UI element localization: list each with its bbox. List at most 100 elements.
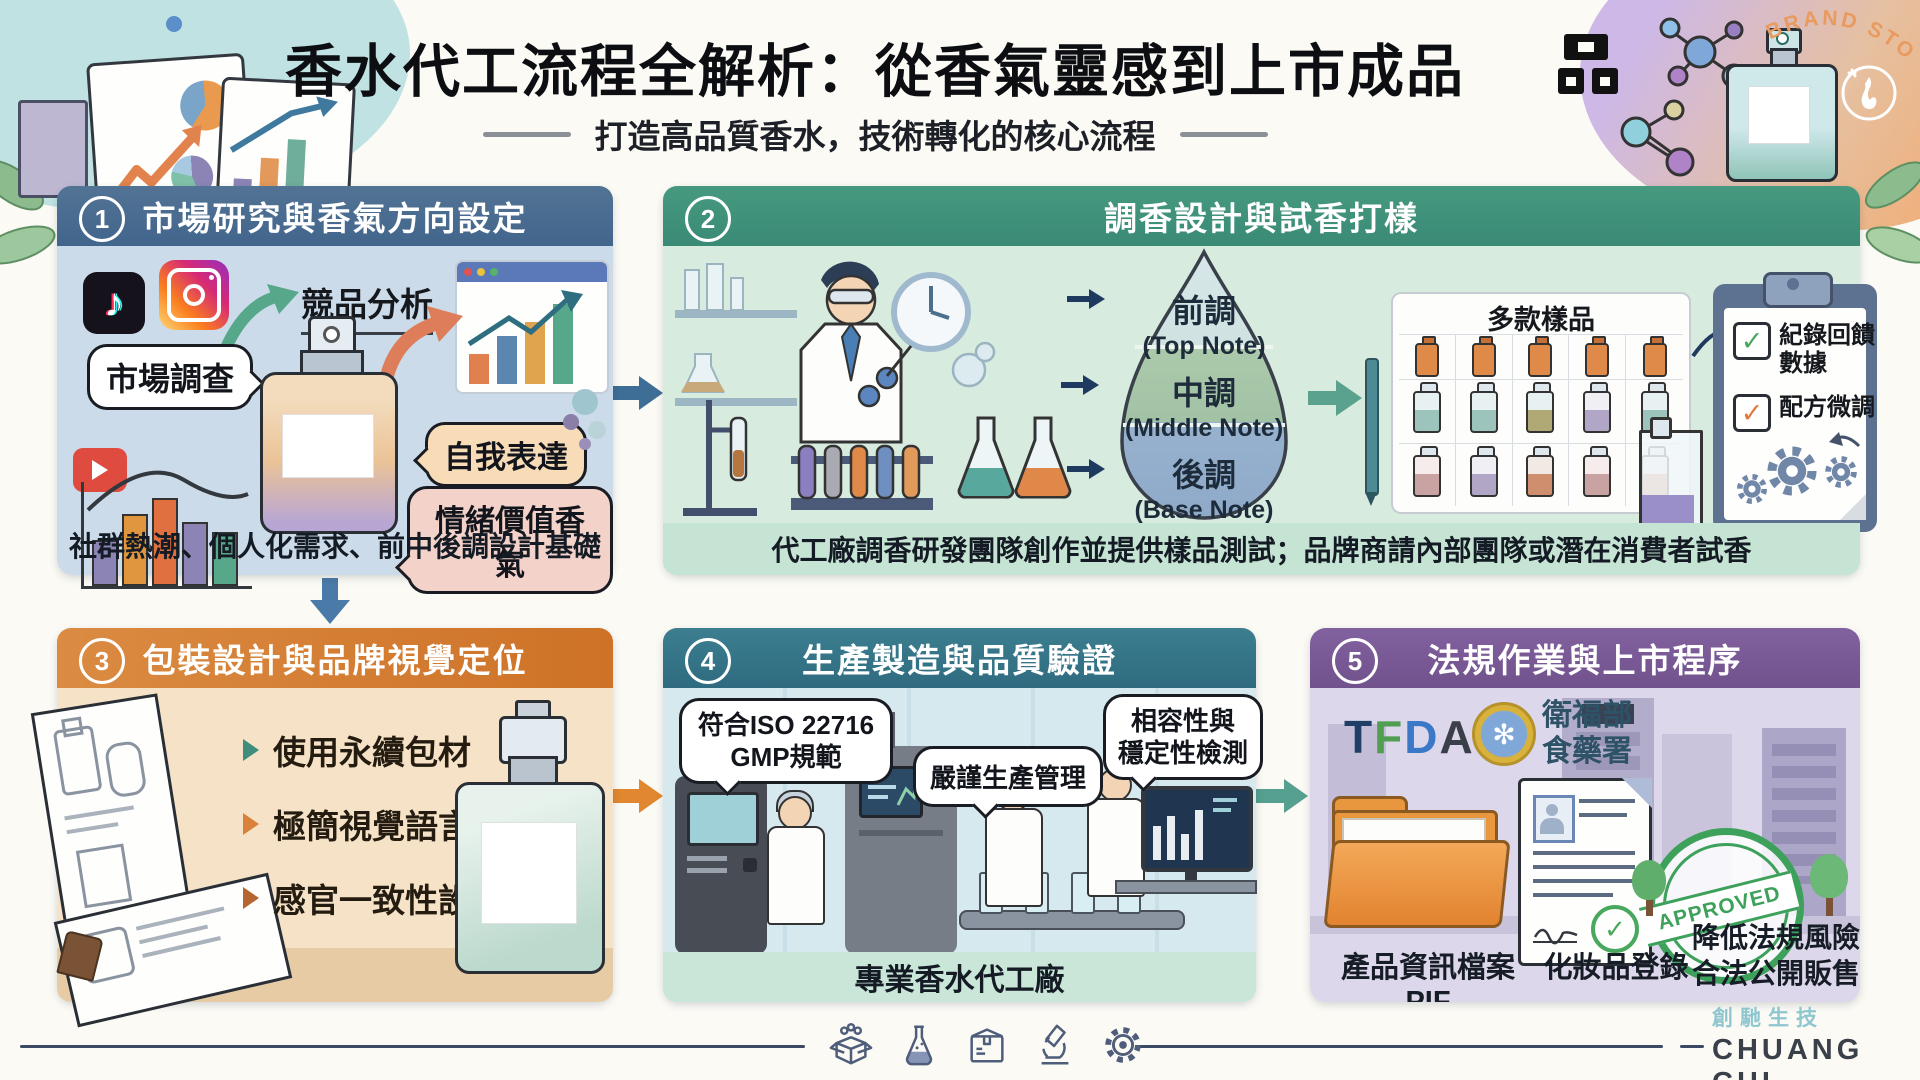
panel4-title: 生產製造與品質驗證 xyxy=(802,642,1117,679)
registration-label: 化妝品登錄 xyxy=(1543,952,1689,984)
logo-en: CHUANG CHI xyxy=(1712,1034,1864,1080)
panel3-number: 3 xyxy=(79,638,125,684)
cycle-arrow-decoration xyxy=(1829,432,1861,448)
iso-gmp-bubble: 符合ISO 22716 GMP規範 xyxy=(679,698,893,796)
flow-arrow-step4-to-step5 xyxy=(1256,779,1308,813)
tfda-logo: TFDA xyxy=(1344,711,1475,763)
page-subtitle-row: 打造高品質香水，技術轉化的核心流程 xyxy=(330,110,1420,158)
bar-chart-document-decoration xyxy=(214,76,356,240)
panel5-title: 法規作業與上市程序 xyxy=(1427,642,1743,679)
note-base: 後調 (Base Note) xyxy=(1134,457,1274,524)
production-management-bubble: 嚴謹生產管理 xyxy=(913,746,1104,819)
gear-icon-small xyxy=(1733,470,1771,508)
svg-text:BRAND STORY: BRAND STORY xyxy=(1764,6,1920,65)
page-title: 香水代工流程全解析：從香氣靈感到上市成品 xyxy=(285,40,1465,104)
shopping-bag-decoration xyxy=(18,100,88,198)
instagram-icon xyxy=(159,260,229,330)
tree-decoration-left xyxy=(1632,860,1666,916)
flask-icon xyxy=(905,1025,933,1066)
panel3-title: 包裝設計與品牌視覺定位 xyxy=(142,642,528,679)
gear-icon-small-2 xyxy=(1821,452,1861,492)
agency-name: 衛福部 食藥署 xyxy=(1542,699,1632,768)
emotional-value-bubble: 情緒價值香氣 xyxy=(395,486,613,594)
brand-story-arc: BRAND STORY xyxy=(1764,6,1920,65)
beaker-illustration xyxy=(1639,417,1703,540)
package-icon xyxy=(970,1028,1004,1063)
panel-production-quality: 4 生產製造與品質驗證 xyxy=(663,628,1263,1002)
panel2-caption: 代工廠調香研發團隊創作並提供樣品測試；品牌商請內部團隊或潛在消費者試香 xyxy=(663,523,1860,575)
settings-gear-icon xyxy=(1105,1027,1141,1063)
sketch-paper-1 xyxy=(30,693,192,929)
document-check-icon: ✓ xyxy=(1591,905,1639,953)
panel-fragrance-design: 2 調香設計與試香打樣 xyxy=(663,186,1877,575)
stability-test-bubble: 相容性與 穩定性檢測 xyxy=(1103,694,1263,792)
molecule-decoration-2 xyxy=(1620,99,1695,177)
perfumer-lab-illustration xyxy=(675,261,1072,516)
bullet-triangle-brown xyxy=(243,887,259,909)
note-arrow-middle xyxy=(1061,375,1099,395)
trend-bar-chart xyxy=(81,470,252,589)
pif-label: 產品資訊檔案 PIF xyxy=(1340,952,1515,1002)
open-box-icon xyxy=(829,1022,873,1065)
bullet-triangle-orange xyxy=(243,813,259,835)
machine-left xyxy=(675,776,767,954)
footer-divider-left xyxy=(20,1045,805,1048)
note-top: 前調 (Top Note) xyxy=(1142,293,1266,360)
flame-badge-icon xyxy=(1841,65,1897,121)
panel1-caption: 社群熱潮、個人化需求、前中後調設計基礎 xyxy=(68,531,601,562)
panel2-number: 2 xyxy=(685,196,731,242)
note-middle: 中調 (Middle Note) xyxy=(1124,375,1284,442)
brand-perfume-bottle-illustration xyxy=(1726,28,1838,182)
checklist-item-feedback: ✓ 紀錄回饋數據 xyxy=(1733,322,1877,378)
risk-label: 降低法規風險 合法公開販售 xyxy=(1692,922,1860,989)
perfume-bottle-illustration xyxy=(260,316,398,534)
bullet-triangle-teal xyxy=(243,739,259,761)
panel2-title: 調香設計與試香打樣 xyxy=(1104,200,1419,237)
green-bottle-illustration xyxy=(455,700,605,976)
panel-packaging-design: 3 包裝設計與品牌視覺定位 使用永續包材 極簡視覺語言 xyxy=(30,628,613,1028)
leaf-right-decoration xyxy=(1865,161,1920,264)
page-subtitle: 打造高品質香水，技術轉化的核心流程 xyxy=(594,118,1156,155)
checkbox-formula: ✓ xyxy=(1733,394,1771,432)
checkbox-feedback: ✓ xyxy=(1733,322,1771,360)
note-arrow-top xyxy=(1067,289,1105,309)
panel4-number: 4 xyxy=(685,638,731,684)
flow-arrow-step1-to-step3 xyxy=(310,578,350,624)
panel4-caption: 專業香水代工廠 xyxy=(663,952,1256,1002)
company-logo: 創馳生技 CHUANG CHI Biotechnological xyxy=(1712,1002,1912,1080)
footer-icons-row xyxy=(828,1022,1146,1068)
flow-arrow-step1-to-step2 xyxy=(613,376,663,410)
feedback-clipboard: ✓ 紀錄回饋數據 ✓ 配方微調 xyxy=(1713,272,1877,532)
panel3-header: 3 包裝設計與品牌視覺定位 xyxy=(57,628,613,688)
bullet-minimal: 極簡視覺語言 xyxy=(243,800,471,848)
subtitle-dash-right xyxy=(1179,131,1268,137)
self-expression-bubble: 自我表達 xyxy=(413,422,587,487)
panel1-header: 1 市場研究與香氣方向設定 xyxy=(57,186,613,246)
panel4-header: 4 生產製造與品質驗證 xyxy=(663,628,1256,688)
flow-arrow-step3-to-step4 xyxy=(613,779,663,813)
pen-illustration xyxy=(1365,358,1379,506)
scent-molecule-decoration xyxy=(563,389,606,450)
samples-label: 多款樣品 xyxy=(1487,305,1595,335)
panel-market-research: 1 市場研究與香氣方向設定 ♪ 競品分析 xyxy=(57,186,613,594)
checklist-item-formula: ✓ 配方微調 xyxy=(1733,394,1883,432)
pif-folder-illustration xyxy=(1323,796,1511,928)
pixel-squares-decoration xyxy=(1558,34,1622,100)
note-arrow-base xyxy=(1067,459,1105,479)
bullet-sustainable: 使用永續包材 xyxy=(243,726,471,774)
logo-zh: 創馳生技 xyxy=(1712,1007,1824,1030)
panel5-number: 5 xyxy=(1332,638,1378,684)
worker-inspection xyxy=(767,790,825,954)
panel5-header: 5 法規作業與上市程序 xyxy=(1310,628,1860,688)
agency-seal-icon: ✻ xyxy=(1472,702,1536,766)
blue-dot-decoration xyxy=(166,16,182,32)
footer-divider-right xyxy=(1135,1045,1663,1048)
qc-desk xyxy=(1115,880,1257,894)
subtitle-dash-left xyxy=(482,131,571,137)
browser-chart-card xyxy=(455,260,609,394)
tiktok-icon: ♪ xyxy=(83,272,145,334)
flow-arrow-to-samples xyxy=(1308,380,1362,416)
tree-decoration-right xyxy=(1810,854,1848,916)
panel2-header: 2 調香設計與試香打樣 xyxy=(663,186,1860,246)
